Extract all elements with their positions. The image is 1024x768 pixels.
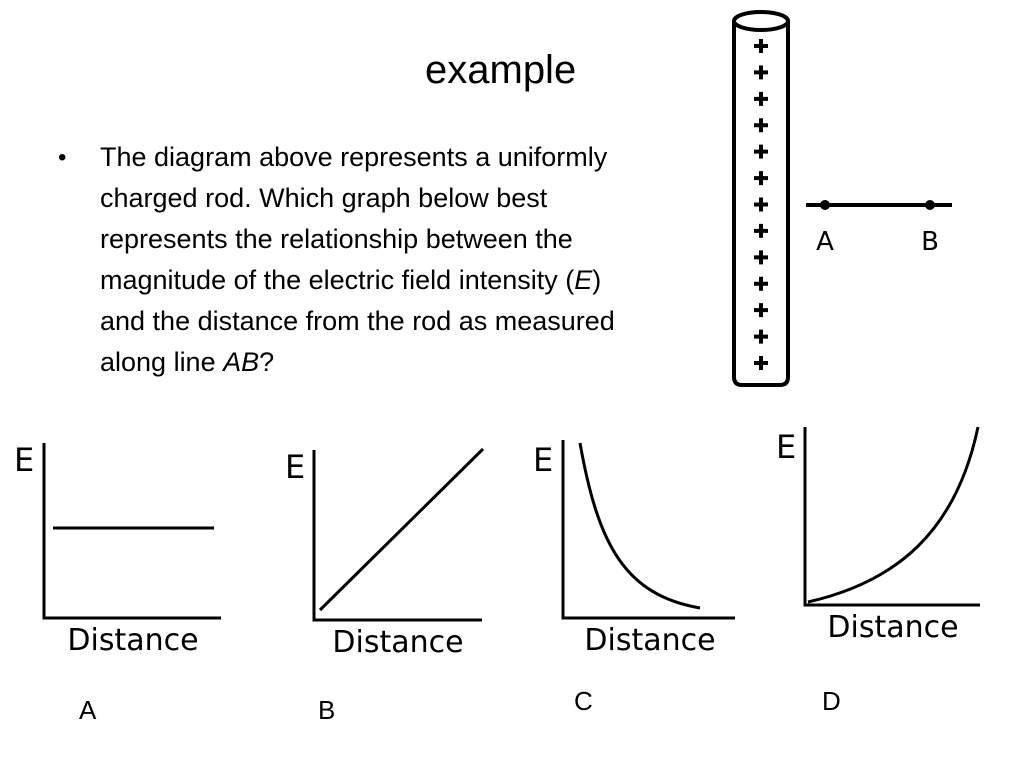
option-a-label: A bbox=[79, 695, 97, 725]
graph-c: E Distance bbox=[533, 440, 735, 658]
plus-charge-icon bbox=[754, 171, 768, 186]
question-line: represents the relationship between the bbox=[100, 224, 573, 254]
plus-charge-icon bbox=[754, 39, 768, 53]
rod-charges bbox=[754, 39, 768, 370]
graph-d: E Distance bbox=[776, 426, 980, 645]
graph-c-x-label: Distance bbox=[584, 623, 715, 658]
plus-charge-icon bbox=[754, 65, 768, 80]
bullet-icon: • bbox=[58, 144, 67, 171]
graph-c-y-label: E bbox=[533, 441, 553, 479]
graph-a-x-label: Distance bbox=[67, 623, 198, 658]
question-line: along line AB? bbox=[100, 347, 275, 377]
option-c-label: C bbox=[574, 686, 593, 716]
point-a-label: A bbox=[816, 227, 834, 257]
rod-body bbox=[732, 10, 790, 387]
graph-d-x-label: Distance bbox=[827, 610, 958, 645]
graph-b-y-label: E bbox=[285, 448, 305, 486]
question-line: magnitude of the electric field intensit… bbox=[100, 265, 602, 295]
question-text: • The diagram above represents a uniform… bbox=[58, 137, 708, 383]
plus-charge-icon bbox=[754, 356, 768, 370]
plus-charge-icon bbox=[754, 144, 768, 159]
point-b-dot bbox=[925, 200, 935, 210]
question-line: charged rod. Which graph below best bbox=[100, 183, 548, 213]
question-line: and the distance from the rod as measure… bbox=[100, 306, 615, 336]
graph-d-axes bbox=[803, 427, 980, 607]
plus-charge-icon bbox=[754, 276, 768, 291]
graph-d-y-label: E bbox=[776, 428, 796, 466]
graph-b-curve bbox=[318, 447, 485, 612]
plus-charge-icon bbox=[754, 91, 768, 106]
plus-charge-icon bbox=[754, 118, 768, 133]
graph-a: E Distance bbox=[14, 441, 221, 658]
graph-c-curve bbox=[578, 442, 701, 610]
plus-charge-icon bbox=[754, 250, 768, 265]
graph-a-axes bbox=[42, 443, 221, 620]
point-a-dot bbox=[820, 200, 830, 210]
charged-rod-diagram: A B bbox=[732, 10, 952, 387]
plus-charge-icon bbox=[754, 223, 768, 238]
slide-title: example bbox=[425, 48, 577, 92]
graph-d-curve bbox=[807, 426, 980, 604]
line-ab: A B bbox=[806, 200, 952, 257]
plus-charge-icon bbox=[754, 303, 768, 318]
graph-b-x-label: Distance bbox=[332, 625, 463, 660]
point-b-label: B bbox=[921, 227, 939, 257]
option-b-label: B bbox=[318, 695, 336, 725]
plus-charge-icon bbox=[754, 197, 768, 212]
graph-a-y-label: E bbox=[14, 441, 34, 479]
plus-charge-icon bbox=[754, 329, 768, 344]
graph-b-axes bbox=[312, 450, 482, 622]
question-line: The diagram above represents a uniformly bbox=[100, 142, 608, 172]
graph-b: E Distance bbox=[285, 447, 485, 660]
option-d-label: D bbox=[822, 686, 841, 716]
graph-c-axes bbox=[561, 440, 735, 620]
